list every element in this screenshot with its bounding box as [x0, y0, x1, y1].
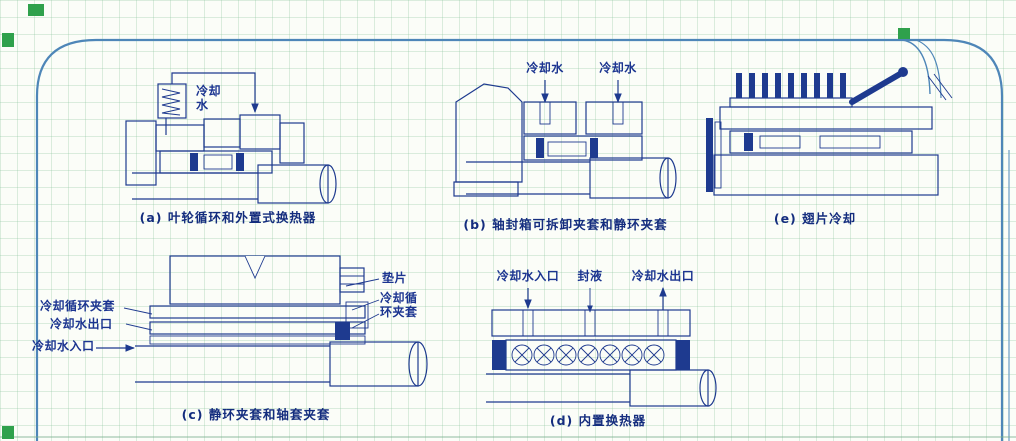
figure-b-caption: (b) 轴封箱可拆卸夹套和静环夹套 — [463, 217, 668, 232]
figure-e: (e) 翅片冷却 — [700, 60, 958, 228]
label-cooling-water-inlet: 冷却水入口 — [32, 339, 95, 353]
crossed-tubes — [511, 344, 665, 366]
figure-e-caption: (e) 翅片冷却 — [773, 211, 857, 226]
shaft — [486, 369, 717, 407]
removable-jacket-glands — [523, 101, 643, 135]
leader-lines — [123, 278, 380, 331]
seal-internals — [159, 150, 273, 174]
tube-bundle — [492, 339, 690, 371]
figure-e-drawing — [706, 67, 953, 196]
figure-c: 冷却循环夹套 冷却水出口 冷却水入口 垫片 冷却循环夹套 (c) 静环夹套和轴套… — [30, 248, 445, 426]
seal-internals — [523, 135, 643, 161]
figure-a: 冷却水 (a) 叶轮循环和外置式换热器 — [108, 55, 348, 233]
shaft — [135, 341, 428, 387]
label-cooling-jacket-right: 冷却循环夹套 — [380, 291, 418, 319]
label-gasket: 垫片 — [382, 271, 408, 285]
pump-casing — [453, 83, 523, 197]
gland-block — [491, 309, 691, 337]
circulation-jacket-layers — [149, 305, 366, 345]
figure-d: 冷却水入口 封液 冷却水出口 (d) 内置换热器 — [478, 262, 728, 430]
seal-body — [706, 106, 939, 196]
figure-c-drawing — [96, 255, 428, 387]
label-cooling-water-inlet: 冷却水入口 — [496, 269, 560, 283]
label-seal-liquid: 封液 — [577, 269, 603, 283]
figure-b-drawing — [453, 80, 677, 199]
shaft — [132, 164, 337, 204]
circulation-piping — [165, 72, 259, 135]
corner-flourish-1 — [901, 39, 931, 95]
label-cooling-water-left: 冷却水 — [526, 61, 564, 75]
figure-d-caption: (d) 内置换热器 — [549, 413, 647, 428]
green-corner-marks — [2, 4, 910, 439]
corner-flourish-2 — [915, 39, 942, 99]
label-cooling-water-outlet: 冷却水出口 — [631, 269, 695, 283]
gland-block — [169, 255, 369, 329]
handle-lever — [849, 67, 953, 105]
figure-c-caption: (c) 静环夹套和轴套夹套 — [181, 407, 331, 422]
label-cooling-jacket-left: 冷却循环夹套 — [40, 299, 116, 313]
label-cooling-water: 冷却水 — [196, 84, 222, 112]
label-cooling-water-outlet: 冷却水出口 — [50, 317, 113, 331]
shaft — [466, 157, 677, 199]
figure-a-caption: (a) 叶轮循环和外置式换热器 — [139, 210, 317, 225]
gland-housing — [125, 114, 305, 186]
flow-arrows — [524, 287, 667, 313]
rounded-border — [35, 38, 1004, 441]
external-heat-exchanger — [157, 83, 187, 119]
figure-d-drawing — [486, 287, 717, 407]
label-cooling-water-right: 冷却水 — [599, 61, 637, 75]
down-arrow-icon — [541, 80, 622, 103]
figure-a-drawing — [125, 72, 337, 204]
figure-b: 冷却水 冷却水 (b) 轴封箱可拆卸夹套和静环夹套 — [448, 58, 688, 236]
cooling-fins — [729, 73, 853, 108]
